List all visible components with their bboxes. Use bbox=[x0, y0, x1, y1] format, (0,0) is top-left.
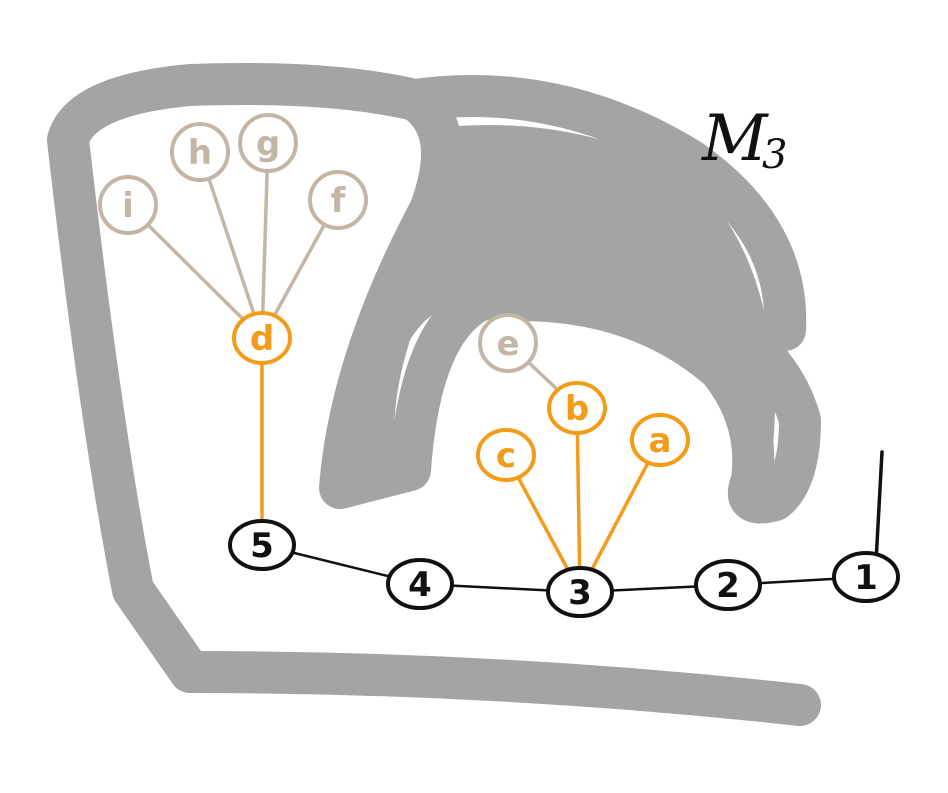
node-3-circle bbox=[546, 566, 614, 618]
node-2-circle bbox=[694, 559, 762, 611]
node-c-label: c bbox=[496, 436, 516, 476]
node-3: 3 bbox=[546, 566, 614, 618]
node-h-label: h bbox=[188, 133, 212, 173]
region-inner-fill bbox=[350, 125, 775, 490]
node-i: i bbox=[98, 175, 158, 235]
edge-3-b bbox=[575, 406, 582, 594]
node-g-circle bbox=[238, 113, 298, 173]
pendant-edge-node-1 bbox=[874, 450, 884, 564]
node-b-circle bbox=[547, 381, 607, 435]
node-g: g bbox=[238, 113, 298, 173]
edge-3-a bbox=[578, 438, 662, 594]
node-1-label: 1 bbox=[854, 558, 878, 598]
node-1-circle bbox=[832, 551, 900, 603]
region-outline bbox=[47, 63, 821, 693]
node-2-label: 2 bbox=[716, 566, 740, 606]
node-5-label: 5 bbox=[250, 526, 274, 566]
node-5-circle bbox=[228, 519, 296, 571]
node-a: a bbox=[630, 413, 690, 467]
node-e-circle bbox=[478, 313, 538, 373]
region-bottom-band bbox=[169, 651, 821, 726]
node-a-circle bbox=[630, 413, 690, 467]
diagram-title: M 3 bbox=[701, 102, 787, 178]
node-h: h bbox=[170, 122, 230, 182]
node-4-circle bbox=[386, 558, 454, 610]
node-e-label: e bbox=[496, 324, 519, 364]
edge-d-h bbox=[198, 150, 264, 340]
node-i-circle bbox=[98, 175, 158, 235]
node-1: 1 bbox=[832, 551, 900, 603]
node-d: d bbox=[232, 311, 292, 365]
title-subscript: 3 bbox=[762, 132, 787, 178]
edge-d-g bbox=[260, 141, 270, 340]
node-4: 4 bbox=[386, 558, 454, 610]
node-i-label: i bbox=[122, 186, 134, 226]
edge-d-i bbox=[126, 203, 264, 340]
node-f: f bbox=[308, 170, 368, 230]
node-f-circle bbox=[308, 170, 368, 230]
node-d-circle bbox=[232, 311, 292, 365]
node-h-circle bbox=[170, 122, 230, 182]
node-c-circle bbox=[476, 428, 536, 482]
node-a-label: a bbox=[649, 421, 672, 461]
node-5: 5 bbox=[228, 519, 296, 571]
node-f-label: f bbox=[331, 181, 347, 221]
node-g-label: g bbox=[256, 124, 280, 164]
node-3-label: 3 bbox=[568, 573, 592, 613]
node-d-label: d bbox=[250, 319, 274, 359]
title-main: M bbox=[701, 102, 769, 176]
node-4-label: 4 bbox=[408, 565, 432, 605]
node-c: c bbox=[476, 428, 536, 482]
node-b: b bbox=[547, 381, 607, 435]
node-e: e bbox=[478, 313, 538, 373]
node-b-label: b bbox=[565, 389, 589, 429]
node-2: 2 bbox=[694, 559, 762, 611]
nodes-layer: 1 2 3 4 5 a b c d e f g h i bbox=[98, 113, 900, 618]
